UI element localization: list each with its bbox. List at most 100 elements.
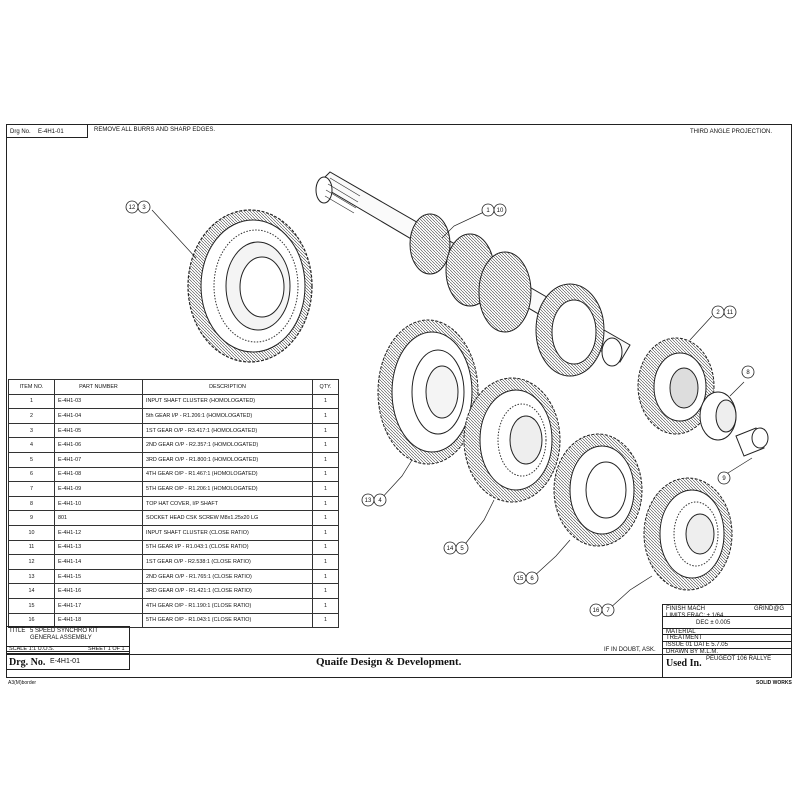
balloon-number: 15: [517, 576, 524, 582]
gear-3rd-op: [463, 377, 561, 503]
socket-screw: [735, 427, 769, 457]
bom-description: 3RD GEAR O/P - R1.421:1 (CLOSE RATIO): [142, 583, 313, 599]
bom-description: 1ST GEAR O/P - R3.417:1 (HOMOLOGATED): [142, 422, 313, 439]
bom-item-no: 5: [8, 451, 55, 468]
bom-part-number: E-4H1-15: [54, 568, 143, 585]
bom-description: 4TH GEAR O/P - R1.467:1 (HOMOLOGATED): [142, 466, 313, 483]
bom-description: 5th GEAR I/P - R1.206:1 (HOMOLOGATED): [142, 408, 313, 424]
balloon-number: 8: [746, 370, 750, 376]
balloon-circle: [741, 365, 755, 379]
input-shaft-cluster: [315, 171, 631, 377]
balloon-callout: 2 11: [711, 305, 737, 319]
bom-part-number: E-4H1-09: [54, 481, 143, 497]
gear-4th-op: [553, 433, 643, 547]
bom-item-no: 6: [8, 466, 55, 483]
drg-number-label: Drg. No.: [9, 657, 46, 668]
top-hat-cover: [699, 391, 737, 441]
grind-text: GRIND@G: [754, 606, 785, 612]
balloon-number: 2: [716, 310, 720, 316]
bom-part-number: E-4H1-07: [54, 451, 143, 468]
bom-qty: 1: [312, 539, 339, 556]
bom-qty: 1: [312, 451, 339, 468]
header-drg-box: [6, 124, 88, 138]
balloon-circle: [373, 493, 387, 507]
bom-description: INPUT SHAFT CLUSTER (CLOSE RATIO): [142, 524, 313, 541]
bom-item-no: 3: [8, 422, 55, 439]
bom-description: 4TH GEAR O/P - R1.190:1 (CLOSE RATIO): [142, 597, 313, 614]
balloon-number: 12: [129, 205, 136, 211]
treatment-text: TREATMENT: [666, 635, 703, 641]
header-drg-number: E-4H1-01: [38, 129, 64, 135]
drg-number-box: [6, 654, 130, 670]
finish-text: FINISH MACH: [666, 606, 705, 612]
balloon-number: 10: [497, 208, 504, 214]
balloon-number: 16: [593, 608, 600, 614]
gear-5th-ip: [637, 337, 715, 435]
title-block-divider: [130, 654, 662, 655]
balloon-callout: 9: [717, 471, 731, 485]
footer-border-label: A3(M)border: [8, 680, 37, 686]
issue-text: ISSUE 01 DATE 5.7.05: [666, 642, 728, 648]
bom-part-number: E-4H1-06: [54, 437, 143, 453]
scale-text: SCALE 1:1 U.O.S.: [9, 646, 55, 652]
spec-line-2: [662, 628, 792, 629]
bom-item-no: 1: [8, 393, 55, 410]
drg-number-value: E-4H1-01: [50, 658, 80, 665]
gear-2nd-op: [377, 319, 479, 465]
limits-text: LIMITS FRAC: ± 1/64: [666, 613, 724, 619]
bom-qty: 1: [312, 524, 339, 541]
bom-description: 2ND GEAR O/P - R2.357:1 (HOMOLOGATED): [142, 437, 313, 453]
bom-item-no: 15: [8, 597, 55, 614]
bom-header-description: DESCRIPTION: [142, 379, 313, 395]
header-drg-label: Drg No.: [10, 129, 31, 135]
spec-line-6: [662, 654, 792, 655]
bom-description: TOP HAT COVER, I/P SHAFT: [142, 495, 313, 512]
bom-description: 5TH GEAR O/P - R1.043:1 (CLOSE RATIO): [142, 612, 313, 629]
bom-qty: 1: [312, 554, 339, 570]
bom-qty: 1: [312, 466, 339, 483]
balloon-number: 14: [447, 546, 454, 552]
bom-header-part: PART NUMBER: [54, 379, 143, 395]
bom-qty: 1: [312, 495, 339, 512]
bom-header-row: ITEM NO. PART NUMBER DESCRIPTION QTY.: [8, 379, 339, 395]
bom-part-number: 801: [54, 510, 143, 526]
bom-qty: 1: [312, 422, 339, 439]
bom-part-number: E-4H1-18: [54, 612, 143, 629]
material-text: MATERIAL: [666, 629, 696, 635]
balloon-circle: [717, 471, 731, 485]
bom-qty: 1: [312, 510, 339, 526]
header-projection: THIRD ANGLE PROJECTION.: [690, 129, 773, 135]
balloon-number: 3: [142, 205, 146, 211]
spec-line-3: [662, 634, 792, 635]
balloon-number: 4: [378, 498, 382, 504]
balloon-callout: 12 3: [125, 200, 151, 214]
bom-item-no: 8: [8, 495, 55, 512]
title-line-1: 5 SPEED SYNCHRO KIT: [30, 628, 99, 634]
spec-line-1: [662, 616, 792, 617]
bom-item-no: 4: [8, 437, 55, 453]
bom-qty: 1: [312, 568, 339, 585]
balloon-number: 11: [727, 310, 734, 316]
bom-header-item: ITEM NO.: [8, 379, 55, 395]
spec-line-5: [662, 648, 792, 649]
balloon-circle: [455, 541, 469, 555]
drawn-by-text: DRAWN BY M.L.M.: [666, 649, 719, 655]
company-name: Quaife Design & Development.: [316, 656, 462, 668]
bom-item-no: 10: [8, 524, 55, 541]
used-in-value: PEUGEOT 106 RALLYE: [706, 656, 772, 662]
bom-item-no: 12: [8, 554, 55, 570]
